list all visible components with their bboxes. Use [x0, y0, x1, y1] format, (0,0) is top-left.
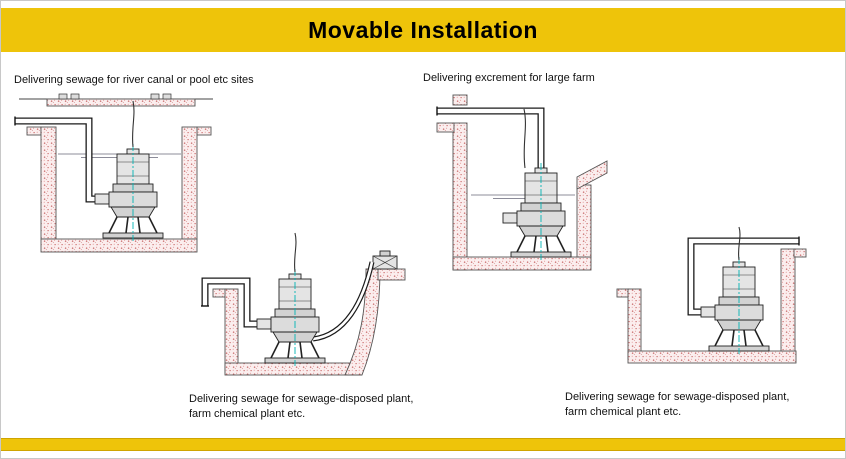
page-title: Movable Installation — [308, 16, 538, 43]
footer-bar — [1, 438, 845, 451]
title-banner: Movable Installation — [1, 8, 845, 52]
figure-river-canal-drawing — [14, 93, 213, 253]
anchor-bolts — [58, 93, 172, 100]
figure-large-farm-drawing — [436, 94, 608, 271]
pump-illustration — [700, 256, 770, 355]
hose-coupling — [372, 250, 398, 270]
pump-illustration — [94, 143, 164, 242]
power-cable — [737, 226, 741, 261]
caption-sewage-plant-left: Delivering sewage for sewage-disposed pl… — [189, 393, 414, 420]
caption-large-farm: Delivering excrement for large farm — [423, 72, 595, 84]
power-cable — [523, 108, 526, 169]
power-cable — [293, 232, 297, 273]
figure-sewage-plant-right-drawing — [616, 226, 807, 364]
pump-illustration — [502, 162, 572, 261]
caption-sewage-plant-right: Delivering sewage for sewage-disposed pl… — [565, 391, 790, 418]
power-cable — [131, 100, 135, 148]
figure-sewage-plant-left-drawing — [201, 232, 406, 376]
caption-river-canal: Delivering sewage for river canal or poo… — [14, 74, 254, 86]
pump-illustration — [256, 268, 326, 367]
